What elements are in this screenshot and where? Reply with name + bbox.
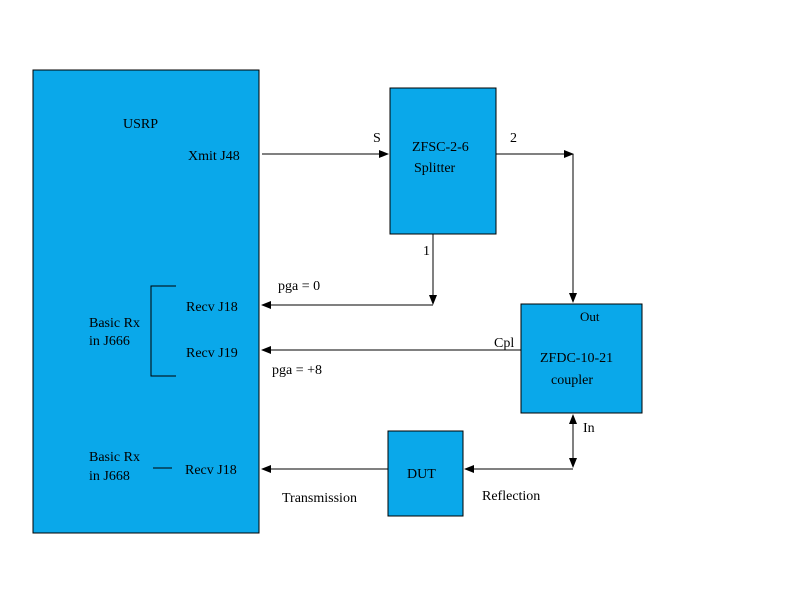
xmit-port-label: Xmit J48 bbox=[188, 149, 240, 164]
splitter-block bbox=[389, 87, 497, 235]
dut-block bbox=[387, 430, 464, 517]
usrp-title: USRP bbox=[123, 117, 158, 132]
coupler-port-in: In bbox=[583, 421, 595, 436]
splitter-name-line1: ZFSC-2-6 bbox=[412, 140, 469, 155]
coupler-name-line2: coupler bbox=[551, 373, 593, 388]
basic-rx-j666-line1: Basic Rx bbox=[89, 316, 140, 331]
coupler-name-line1: ZFDC-10-21 bbox=[540, 351, 613, 366]
usrp-block bbox=[32, 69, 260, 534]
splitter-port-s: S bbox=[373, 131, 381, 146]
transmission-label: Transmission bbox=[282, 491, 357, 506]
pga-8-label: pga = +8 bbox=[272, 363, 322, 378]
coupler-port-out: Out bbox=[580, 309, 600, 324]
reflection-label: Reflection bbox=[482, 489, 540, 504]
coupler-block bbox=[520, 303, 643, 414]
basic-rx-bracket bbox=[150, 285, 176, 377]
basic-rx-j666-line2: in J666 bbox=[89, 334, 130, 349]
splitter-port-1: 1 bbox=[423, 244, 430, 259]
splitter-port-2: 2 bbox=[510, 131, 517, 146]
basic-rx-j668-line2: in J668 bbox=[89, 469, 130, 484]
pga-0-label: pga = 0 bbox=[278, 279, 320, 294]
splitter-name-line2: Splitter bbox=[414, 161, 456, 176]
recv-j18-b-label: Recv J18 bbox=[185, 463, 237, 478]
basic-rx-j668-line1: Basic Rx bbox=[89, 450, 140, 465]
recv-j19-label: Recv J19 bbox=[186, 346, 238, 361]
recv-j18-label: Recv J18 bbox=[186, 300, 238, 315]
dut-label: DUT bbox=[407, 467, 436, 482]
coupler-port-cpl: Cpl bbox=[494, 336, 514, 351]
